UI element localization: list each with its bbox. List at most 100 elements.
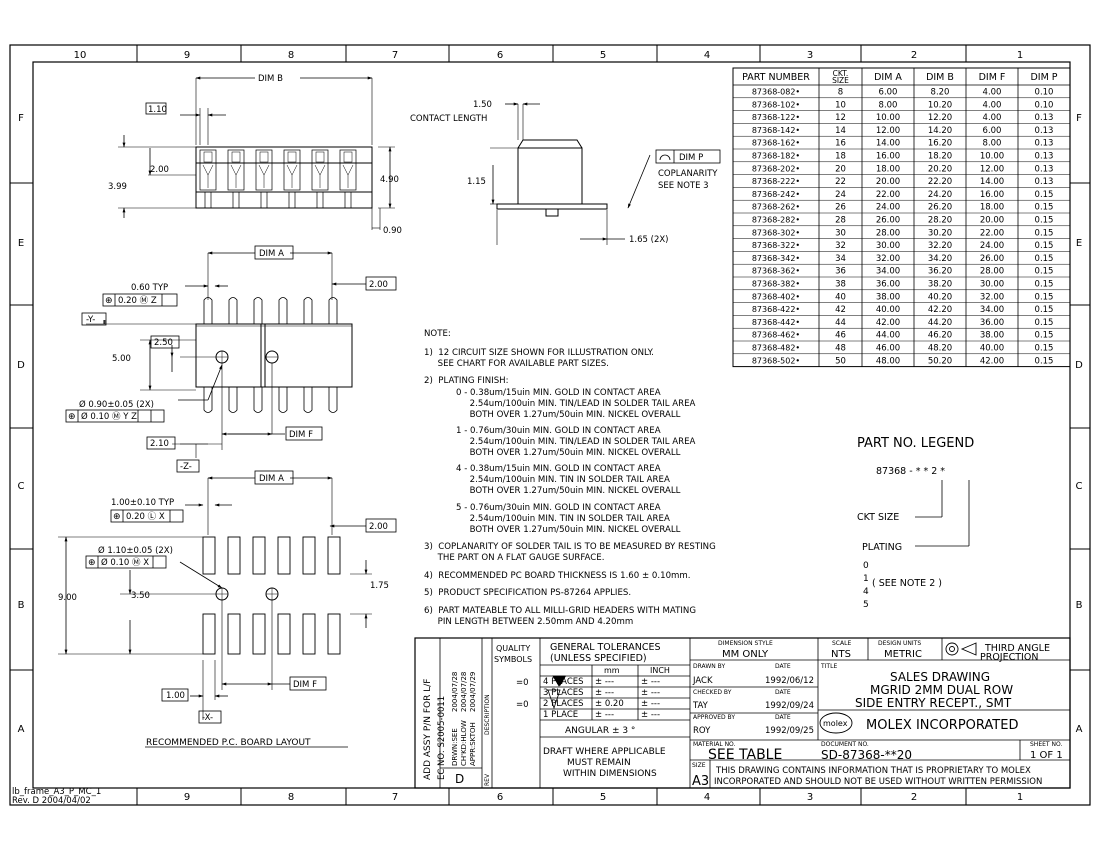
dim-900-label: 9.00 — [58, 593, 77, 603]
table-cell: 87368-342• — [752, 254, 800, 263]
table-cell: 87368-382• — [752, 280, 800, 289]
proprietary-1: THIS DRAWING CONTAINS INFORMATION THAT I… — [715, 766, 1031, 776]
dim-a-label-1: DIM A — [259, 249, 284, 259]
table-cell: 30 — [835, 228, 846, 238]
table-cell: 87368-202• — [752, 164, 800, 173]
tol-mm: ± --- — [595, 710, 614, 720]
table-cell: 4.00 — [983, 88, 1002, 98]
molex-logo: molex — [823, 719, 848, 728]
mid-view — [86, 251, 366, 458]
table-cell: 87368-102• — [752, 100, 800, 109]
frame-rev: Rev. D 2004/04/02 — [12, 796, 91, 806]
proprietary-2: INCORPORATED AND SHOULD NOT BE USED WITH… — [714, 777, 1042, 787]
table-cell: 8.20 — [931, 88, 950, 98]
third-angle-1: THIRD ANGLE — [984, 643, 1050, 654]
col-label: 8 — [288, 792, 294, 803]
table-cell: 36 — [835, 267, 846, 277]
sym1: =0 — [516, 678, 529, 688]
legend-opt: 1 — [863, 574, 869, 584]
table-cell: 36.20 — [928, 267, 952, 277]
table-cell: 8 — [838, 88, 843, 98]
table-cell: 0.15 — [1035, 267, 1054, 277]
legend-plating: PLATING — [862, 542, 902, 553]
gdt-010-yz: Ø 0.10 Ⓜ Y Z — [81, 411, 137, 422]
table-cell: 24.00 — [876, 203, 900, 213]
col-label: 7 — [392, 792, 398, 803]
note-line: 2) PLATING FINISH: — [424, 376, 509, 386]
title-block — [414, 637, 1071, 789]
tol-inch: ± --- — [641, 677, 660, 687]
inch-header: INCH — [650, 666, 670, 675]
design-units-label: DESIGN UNITS — [878, 640, 921, 647]
document-no-value: SD-87368-**20 — [821, 748, 912, 762]
checked-date: 1992/09/24 — [765, 701, 814, 711]
draft-1: DRAFT WHERE APPLICABLE — [543, 747, 666, 757]
table-cell: 0.13 — [1035, 139, 1054, 149]
table-cell: 6.00 — [879, 88, 898, 98]
table-cell: 26.00 — [980, 254, 1004, 264]
gdt-020m-z: 0.20 Ⓜ Z — [118, 296, 157, 306]
title-line-3: SIDE ENTRY RECEPT., SMT — [855, 696, 1012, 710]
note-line: 1 - 0.76um/30uin MIN. GOLD IN CONTACT AR… — [456, 426, 661, 436]
table-cell: 0.13 — [1035, 113, 1054, 123]
table-cell: 12.00 — [980, 164, 1004, 174]
table-cell: 8.00 — [983, 139, 1002, 149]
contact-length-label: CONTACT LENGTH — [410, 114, 487, 124]
table-cell: 20.20 — [928, 164, 952, 174]
table-header: DIM A — [874, 72, 902, 83]
sheet-value: 1 OF 1 — [1030, 750, 1063, 761]
border-col-labels-bottom: 9 8 7 6 5 4 3 2 1 — [184, 792, 1023, 803]
table-cell: 50 — [835, 356, 846, 366]
col-label: 2 — [911, 792, 917, 803]
row-label: E — [18, 238, 24, 249]
drawn-name: JACK — [692, 676, 713, 686]
table-cell: 44.00 — [876, 331, 900, 341]
table-cell: 0.15 — [1035, 190, 1054, 200]
note-line: 5) PRODUCT SPECIFICATION PS-87264 APPLIE… — [424, 588, 631, 598]
table-cell: 34.00 — [876, 267, 900, 277]
table-cell: 0.10 — [1035, 88, 1054, 98]
note-line: 3) COPLANARITY OF SOLDER TAIL IS TO BE M… — [424, 542, 716, 552]
col-label: 3 — [807, 50, 813, 61]
approved-name: ROY — [693, 726, 711, 736]
table-cell: 87368-262• — [752, 203, 800, 212]
rev-description-label: DESCRIPTION — [484, 694, 491, 735]
svg-text:⊕: ⊕ — [88, 558, 96, 568]
approved-by-label: APPROVED BY — [693, 714, 735, 721]
table-cell: 32.00 — [876, 254, 900, 264]
table-cell: 38.00 — [876, 292, 900, 302]
table-cell: 38 — [835, 280, 846, 290]
coplanarity-label: COPLANARITY — [658, 169, 718, 179]
legend-see-note: ( SEE NOTE 2 ) — [872, 578, 942, 589]
front-view — [118, 76, 395, 230]
pcb-layout-view — [58, 476, 372, 748]
svg-text:⊕: ⊕ — [113, 512, 121, 522]
title-line-1: SALES DRAWING — [890, 670, 990, 684]
table-cell: 18.00 — [980, 203, 1004, 213]
table-cell: 0.15 — [1035, 356, 1054, 366]
pcb-layout-caption: RECOMMENDED P.C. BOARD LAYOUT — [146, 738, 311, 748]
table-cell: 87368-422• — [752, 305, 800, 314]
legend-ckt-size: CKT SIZE — [857, 512, 899, 523]
col-label: 1 — [1017, 50, 1023, 61]
table-cell: 46.20 — [928, 331, 952, 341]
draft-3: WITHIN DIMENSIONS — [563, 769, 657, 779]
tol-mm: ± --- — [595, 677, 614, 687]
table-cell: 28.20 — [928, 216, 952, 226]
table-cell: 87368-282• — [752, 216, 800, 225]
note-line: SEE CHART FOR AVAILABLE PART SIZES. — [424, 359, 609, 369]
projection-icon — [945, 642, 977, 656]
col-label: 1 — [1017, 792, 1023, 803]
col-label: 5 — [600, 50, 606, 61]
note-line: 4 - 0.38um/15uin MIN. GOLD IN CONTACT AR… — [456, 464, 661, 474]
col-label: 5 — [600, 792, 606, 803]
col-label: 9 — [184, 50, 190, 61]
table-cell: 87368-482• — [752, 344, 800, 353]
dim-200-label: 2.00 — [150, 165, 169, 175]
table-cell: 0.15 — [1035, 241, 1054, 251]
rev-date: 2004/07/29 — [469, 672, 477, 712]
dim-b-label: DIM B — [258, 74, 283, 84]
row-label: F — [1076, 113, 1082, 124]
hole-110-label: Ø 1.10±0.05 (2X) — [98, 545, 173, 556]
